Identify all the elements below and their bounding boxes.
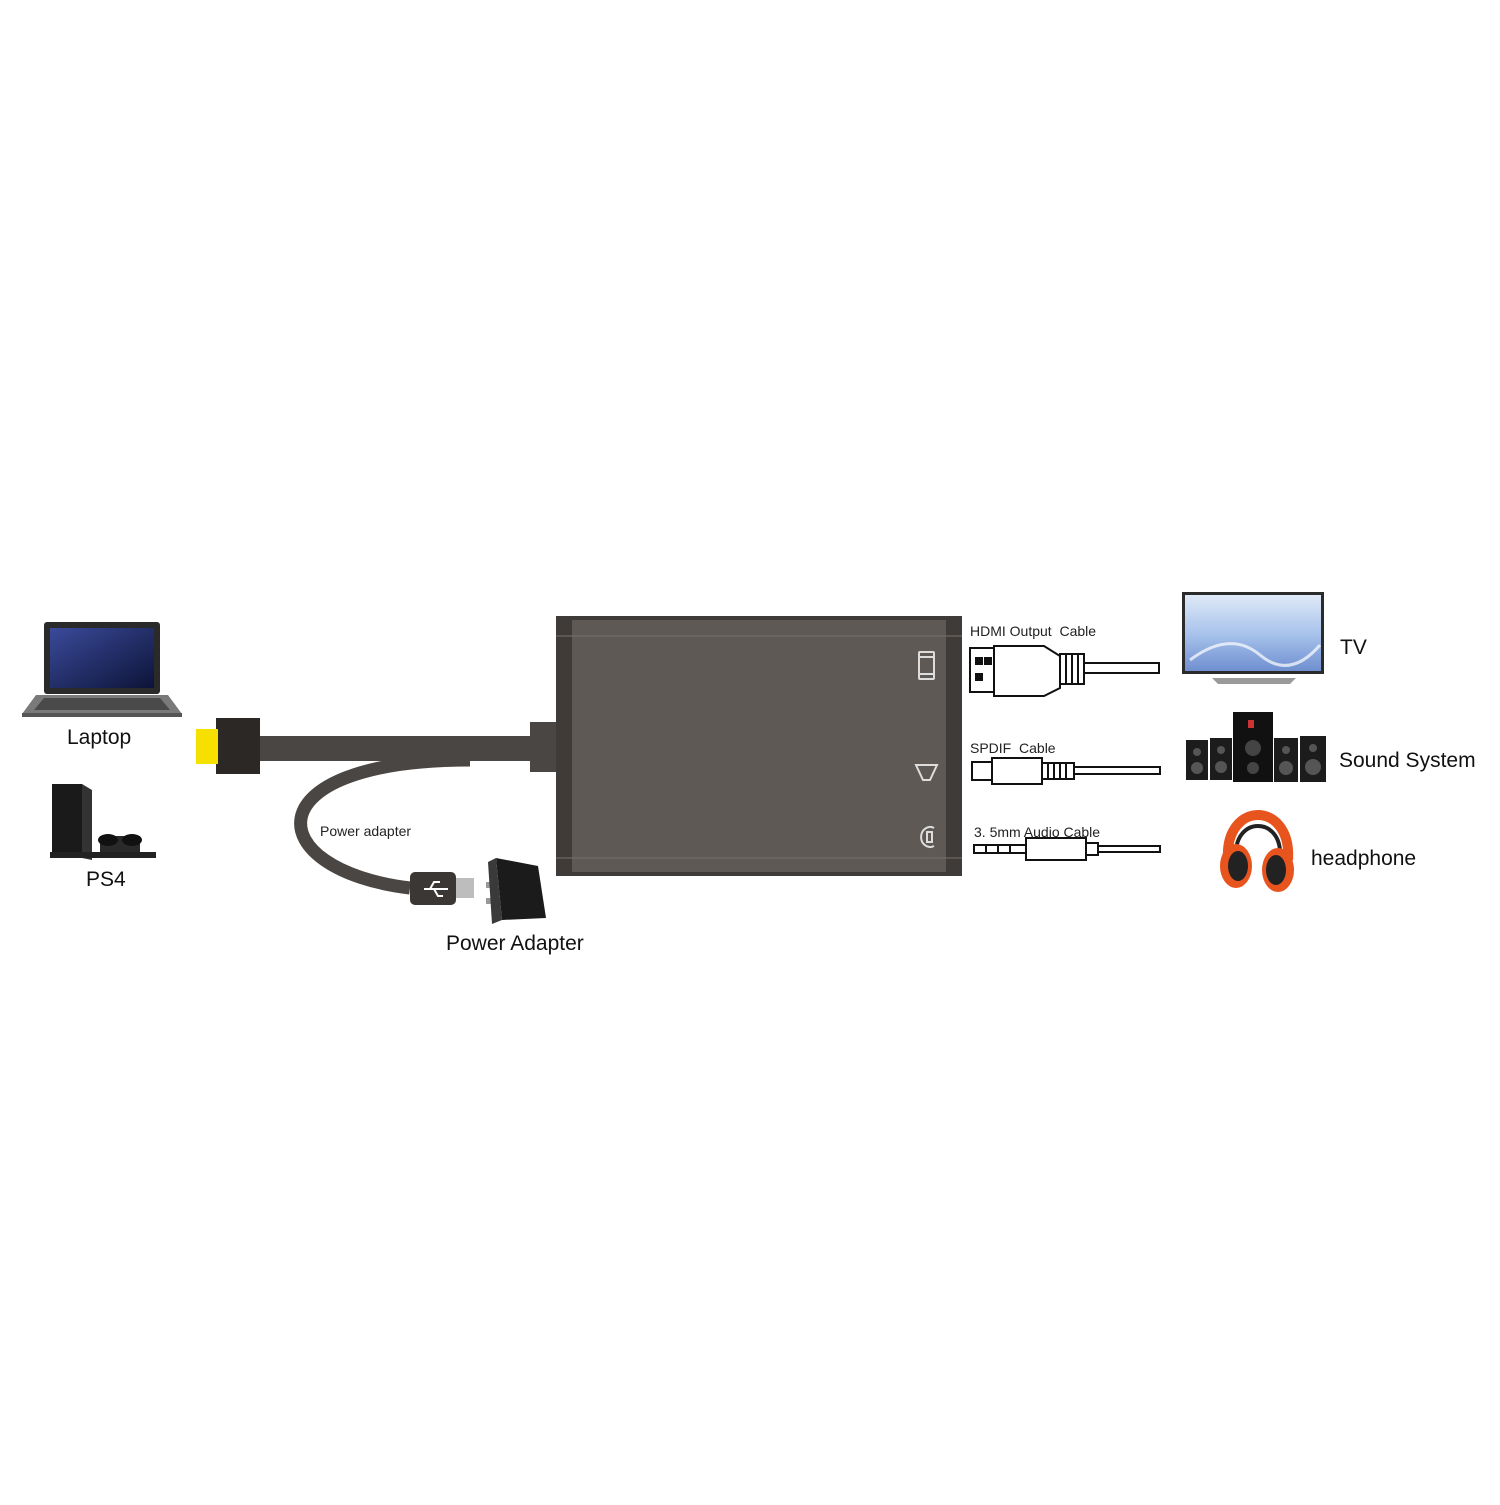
- converter-box: [556, 616, 962, 876]
- headphone-icon: [1220, 810, 1294, 892]
- power-adapter-icon: [486, 858, 546, 924]
- game-console-icon: [50, 784, 156, 860]
- laptop-label: Laptop: [67, 726, 132, 749]
- spdif-port-icon: [914, 764, 939, 781]
- power-cable: [294, 753, 471, 895]
- hdmi-cable-label: HDMI Output Cable: [970, 623, 1097, 639]
- hdmi-plug-tip: [196, 729, 218, 764]
- speaker-system-icon: [1186, 712, 1326, 782]
- headphone-label: headphone: [1311, 847, 1417, 870]
- audio-cable-label: 3. 5mm Audio Cable: [974, 824, 1101, 840]
- power-cable-label: Power adapter: [320, 823, 412, 839]
- spdif-cable: [971, 757, 1161, 785]
- headphone-port-icon: [920, 826, 935, 848]
- usb-icon: [424, 881, 448, 897]
- tv-icon: [1182, 592, 1324, 684]
- hdmi-input-cable: [196, 718, 558, 774]
- spdif-cable-label: SPDIF Cable: [970, 740, 1056, 756]
- tv-label: TV: [1340, 636, 1367, 659]
- hdmi-port-icon: [918, 651, 935, 680]
- sound-system-label: Sound System: [1339, 749, 1476, 772]
- ps4-label: PS4: [86, 868, 126, 891]
- laptop-icon: [22, 622, 182, 717]
- usb-plug: [410, 872, 474, 905]
- power-adapter-label: Power Adapter: [446, 932, 584, 955]
- audio-35mm-cable: [973, 837, 1161, 861]
- hdmi-output-cable: [969, 645, 1160, 697]
